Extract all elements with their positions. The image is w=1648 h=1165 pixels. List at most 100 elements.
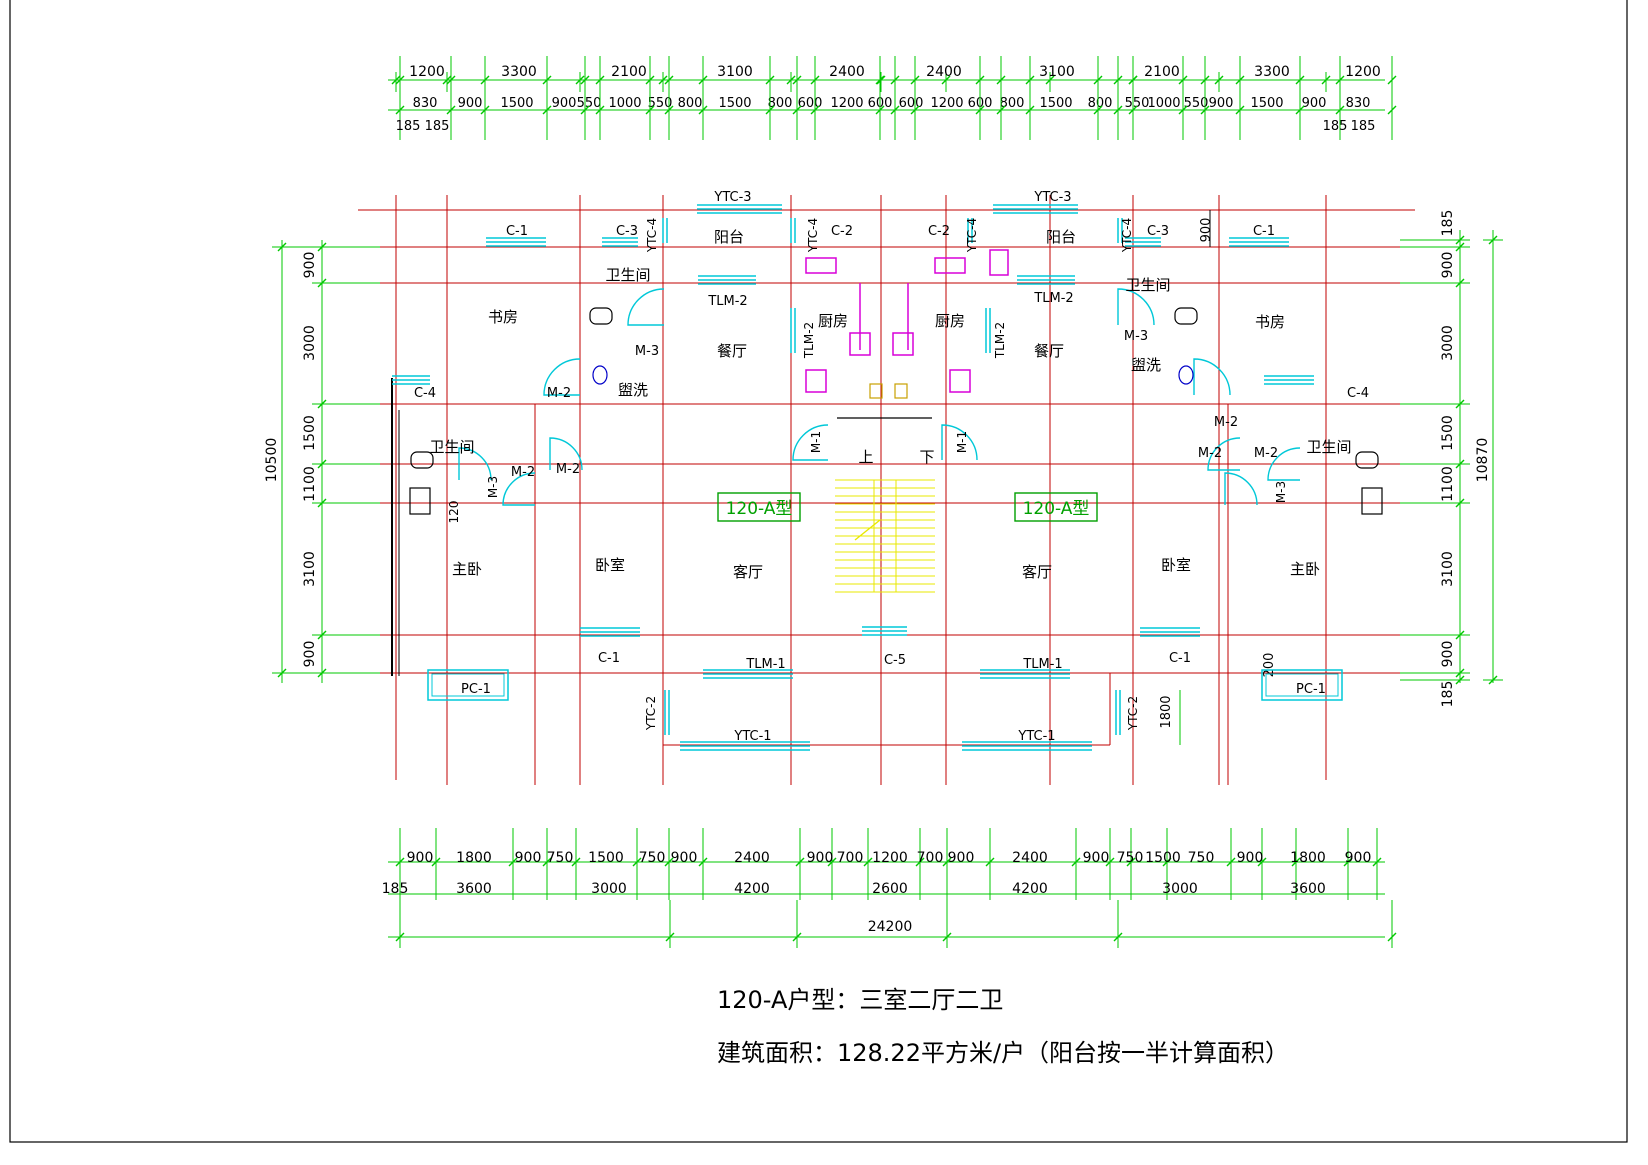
top-dim-slash xyxy=(975,75,985,85)
bottom-dim-2-value: 3000 xyxy=(591,881,627,897)
top-dim-slash xyxy=(1113,105,1123,115)
room-balcony: 阳台 xyxy=(714,228,744,246)
top-dim-slash xyxy=(446,105,456,115)
caption-area: 建筑面积：128.22平方米/户（阳台按一半计算面积） xyxy=(717,1039,1290,1067)
bottom-dim-1-value: 750 xyxy=(639,850,666,866)
top-dim-slash xyxy=(1093,75,1103,85)
bottom-dim-slash xyxy=(795,857,805,867)
room-study: 书房 xyxy=(488,308,518,326)
top-dim-2-value: 1000 xyxy=(608,96,641,111)
bottom-dim-slash xyxy=(1126,857,1136,867)
bottom-dim-slash xyxy=(665,932,675,942)
top-dim-1-value: 3100 xyxy=(717,64,753,80)
top-dim-slash xyxy=(996,105,1006,115)
label-m2: M-2 xyxy=(511,465,535,480)
right-dim-value: 900 xyxy=(1440,641,1456,668)
unit-label-box xyxy=(717,492,801,522)
room-bedroom: 卧室 xyxy=(1161,556,1191,574)
vent-icon xyxy=(894,383,908,399)
door-m2 xyxy=(1193,358,1231,396)
bottom-dim-1-value: 1500 xyxy=(588,850,624,866)
label-m3: M-3 xyxy=(1124,329,1148,344)
sink-icon xyxy=(805,257,837,274)
left-dim-total-value: 10500 xyxy=(264,438,280,483)
right-dim-slash xyxy=(1455,399,1465,409)
top-dim-slash xyxy=(698,105,708,115)
top-dim-1-value: 2100 xyxy=(611,64,647,80)
label-m1: M-1 xyxy=(809,431,823,453)
basin-icon xyxy=(1178,365,1194,385)
label-m2: M-2 xyxy=(556,462,580,477)
door-m2 xyxy=(549,437,583,471)
bottom-dim-slash xyxy=(664,857,674,867)
label-tlm1: TLM-1 xyxy=(745,657,785,672)
top-dim-3-value: 185 xyxy=(1323,119,1348,134)
room-bathroom: 卫生间 xyxy=(605,266,650,284)
top-dim-slash xyxy=(1387,75,1397,85)
top-dim-slash xyxy=(645,105,655,115)
room-living: 客厅 xyxy=(1022,563,1052,581)
stair-well xyxy=(873,479,897,593)
left-dim-value: 900 xyxy=(302,252,318,279)
top-dim-slash xyxy=(480,105,490,115)
room-master-bedroom: 主卧 xyxy=(1290,560,1320,578)
misc-dim-value: 120 xyxy=(447,501,461,524)
window-pc1 xyxy=(427,669,509,701)
bottom-dim-slash xyxy=(1226,857,1236,867)
label-c2: C-2 xyxy=(928,224,950,239)
label-c2: C-2 xyxy=(831,224,853,239)
bottom-dim-2-value: 4200 xyxy=(734,881,770,897)
right-dim-slash xyxy=(1488,235,1498,245)
top-dim-2-value: 550 xyxy=(577,96,602,111)
bottom-dim-1-value: 700 xyxy=(837,850,864,866)
bottom-dim-2-value: 3000 xyxy=(1162,881,1198,897)
top-dim-slash xyxy=(1025,105,1035,115)
right-dim-slash xyxy=(1455,459,1465,469)
top-dim-2-value: 550 xyxy=(1184,96,1209,111)
bottom-dim-slash xyxy=(985,857,995,867)
top-dim-slash xyxy=(1200,75,1210,85)
top-dim-1-value: 2400 xyxy=(926,64,962,80)
bottom-dim-1-value: 900 xyxy=(515,850,542,866)
top-dim-slash xyxy=(595,75,605,85)
left-dim-slash xyxy=(277,668,287,678)
room-wash: 盥洗 xyxy=(1131,356,1161,374)
right-dim-value: 185 xyxy=(1440,681,1456,708)
room-study: 书房 xyxy=(1255,313,1285,331)
top-dim-2-value: 550 xyxy=(1125,96,1150,111)
bottom-dim-slash xyxy=(1257,857,1267,867)
misc-dim-value: 1800 xyxy=(1159,695,1174,728)
bathtub-icon xyxy=(409,487,431,515)
right-dim-slash xyxy=(1455,498,1465,508)
bottom-dim-slash xyxy=(431,857,441,867)
top-dim-2-value: 1500 xyxy=(1039,96,1072,111)
unit-type-label: 120-A型 xyxy=(1023,499,1090,519)
unit-type-label: 120-A型 xyxy=(726,499,793,519)
top-dim-2-value: 900 xyxy=(552,96,577,111)
bottom-dim-1-value: 900 xyxy=(1237,850,1264,866)
label-tlm2: TLM-2 xyxy=(993,322,1007,359)
window-pc1 xyxy=(1265,673,1339,697)
misc-dim-value: 200 xyxy=(1262,653,1277,678)
top-dim-slash xyxy=(595,105,605,115)
label-pc1: PC-1 xyxy=(461,682,491,697)
stair-up: 上 xyxy=(858,448,873,466)
top-dim-slash xyxy=(910,105,920,115)
top-dim-slash xyxy=(664,75,674,85)
top-dim-slash xyxy=(1093,105,1103,115)
room-master-bedroom: 主卧 xyxy=(452,560,482,578)
door-m3 xyxy=(1267,447,1301,481)
bottom-dim-slash xyxy=(1071,857,1081,867)
label-tlm1: TLM-1 xyxy=(1022,657,1062,672)
bathtub-icon xyxy=(1361,487,1383,515)
sheet-border xyxy=(9,0,1628,1143)
top-dim-slash xyxy=(1335,105,1345,115)
room-dining: 餐厅 xyxy=(1034,342,1064,360)
label-m2: M-2 xyxy=(1198,446,1222,461)
right-dim-slash xyxy=(1455,278,1465,288)
bottom-dim-1-value: 2400 xyxy=(734,850,770,866)
top-dim-slash xyxy=(875,75,885,85)
